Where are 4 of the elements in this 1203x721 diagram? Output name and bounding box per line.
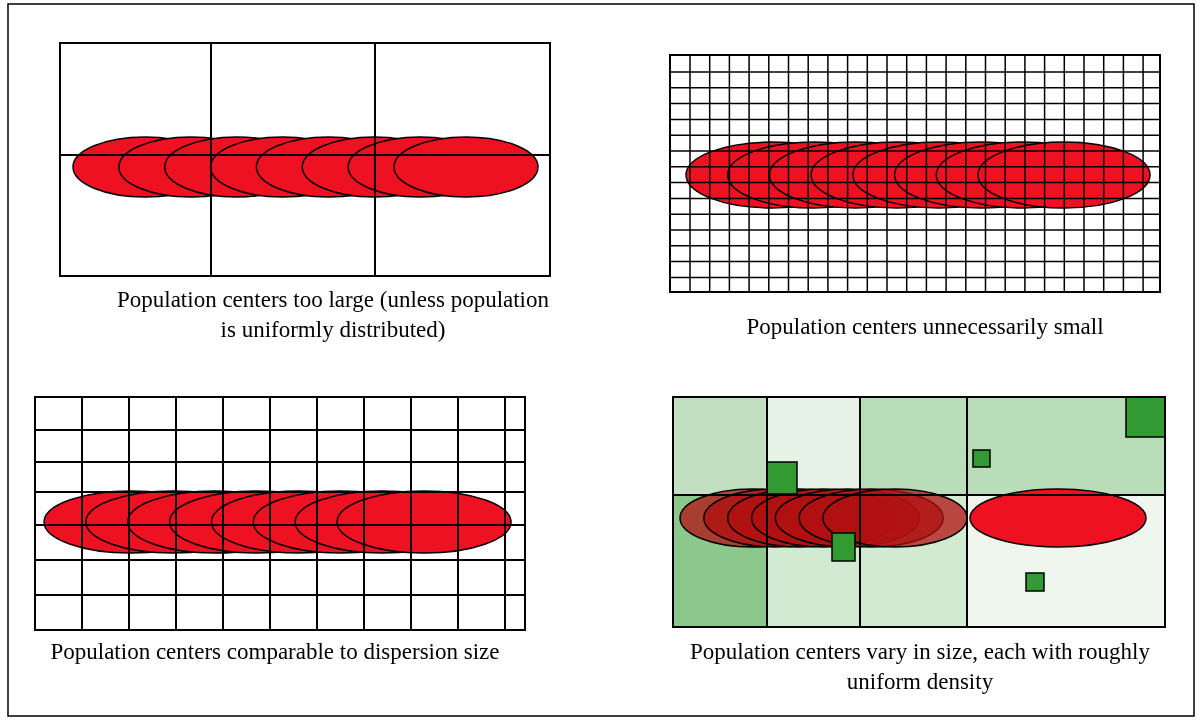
caption: Population centers unnecessarily small	[745, 313, 1105, 341]
caption: Population centers too large (unless population is uniformly distributed)	[116, 286, 550, 344]
caption: Population centers comparable to dispersion size	[49, 638, 501, 666]
caption: Population centers vary in size, each with roughly uniform density	[689, 638, 1151, 696]
